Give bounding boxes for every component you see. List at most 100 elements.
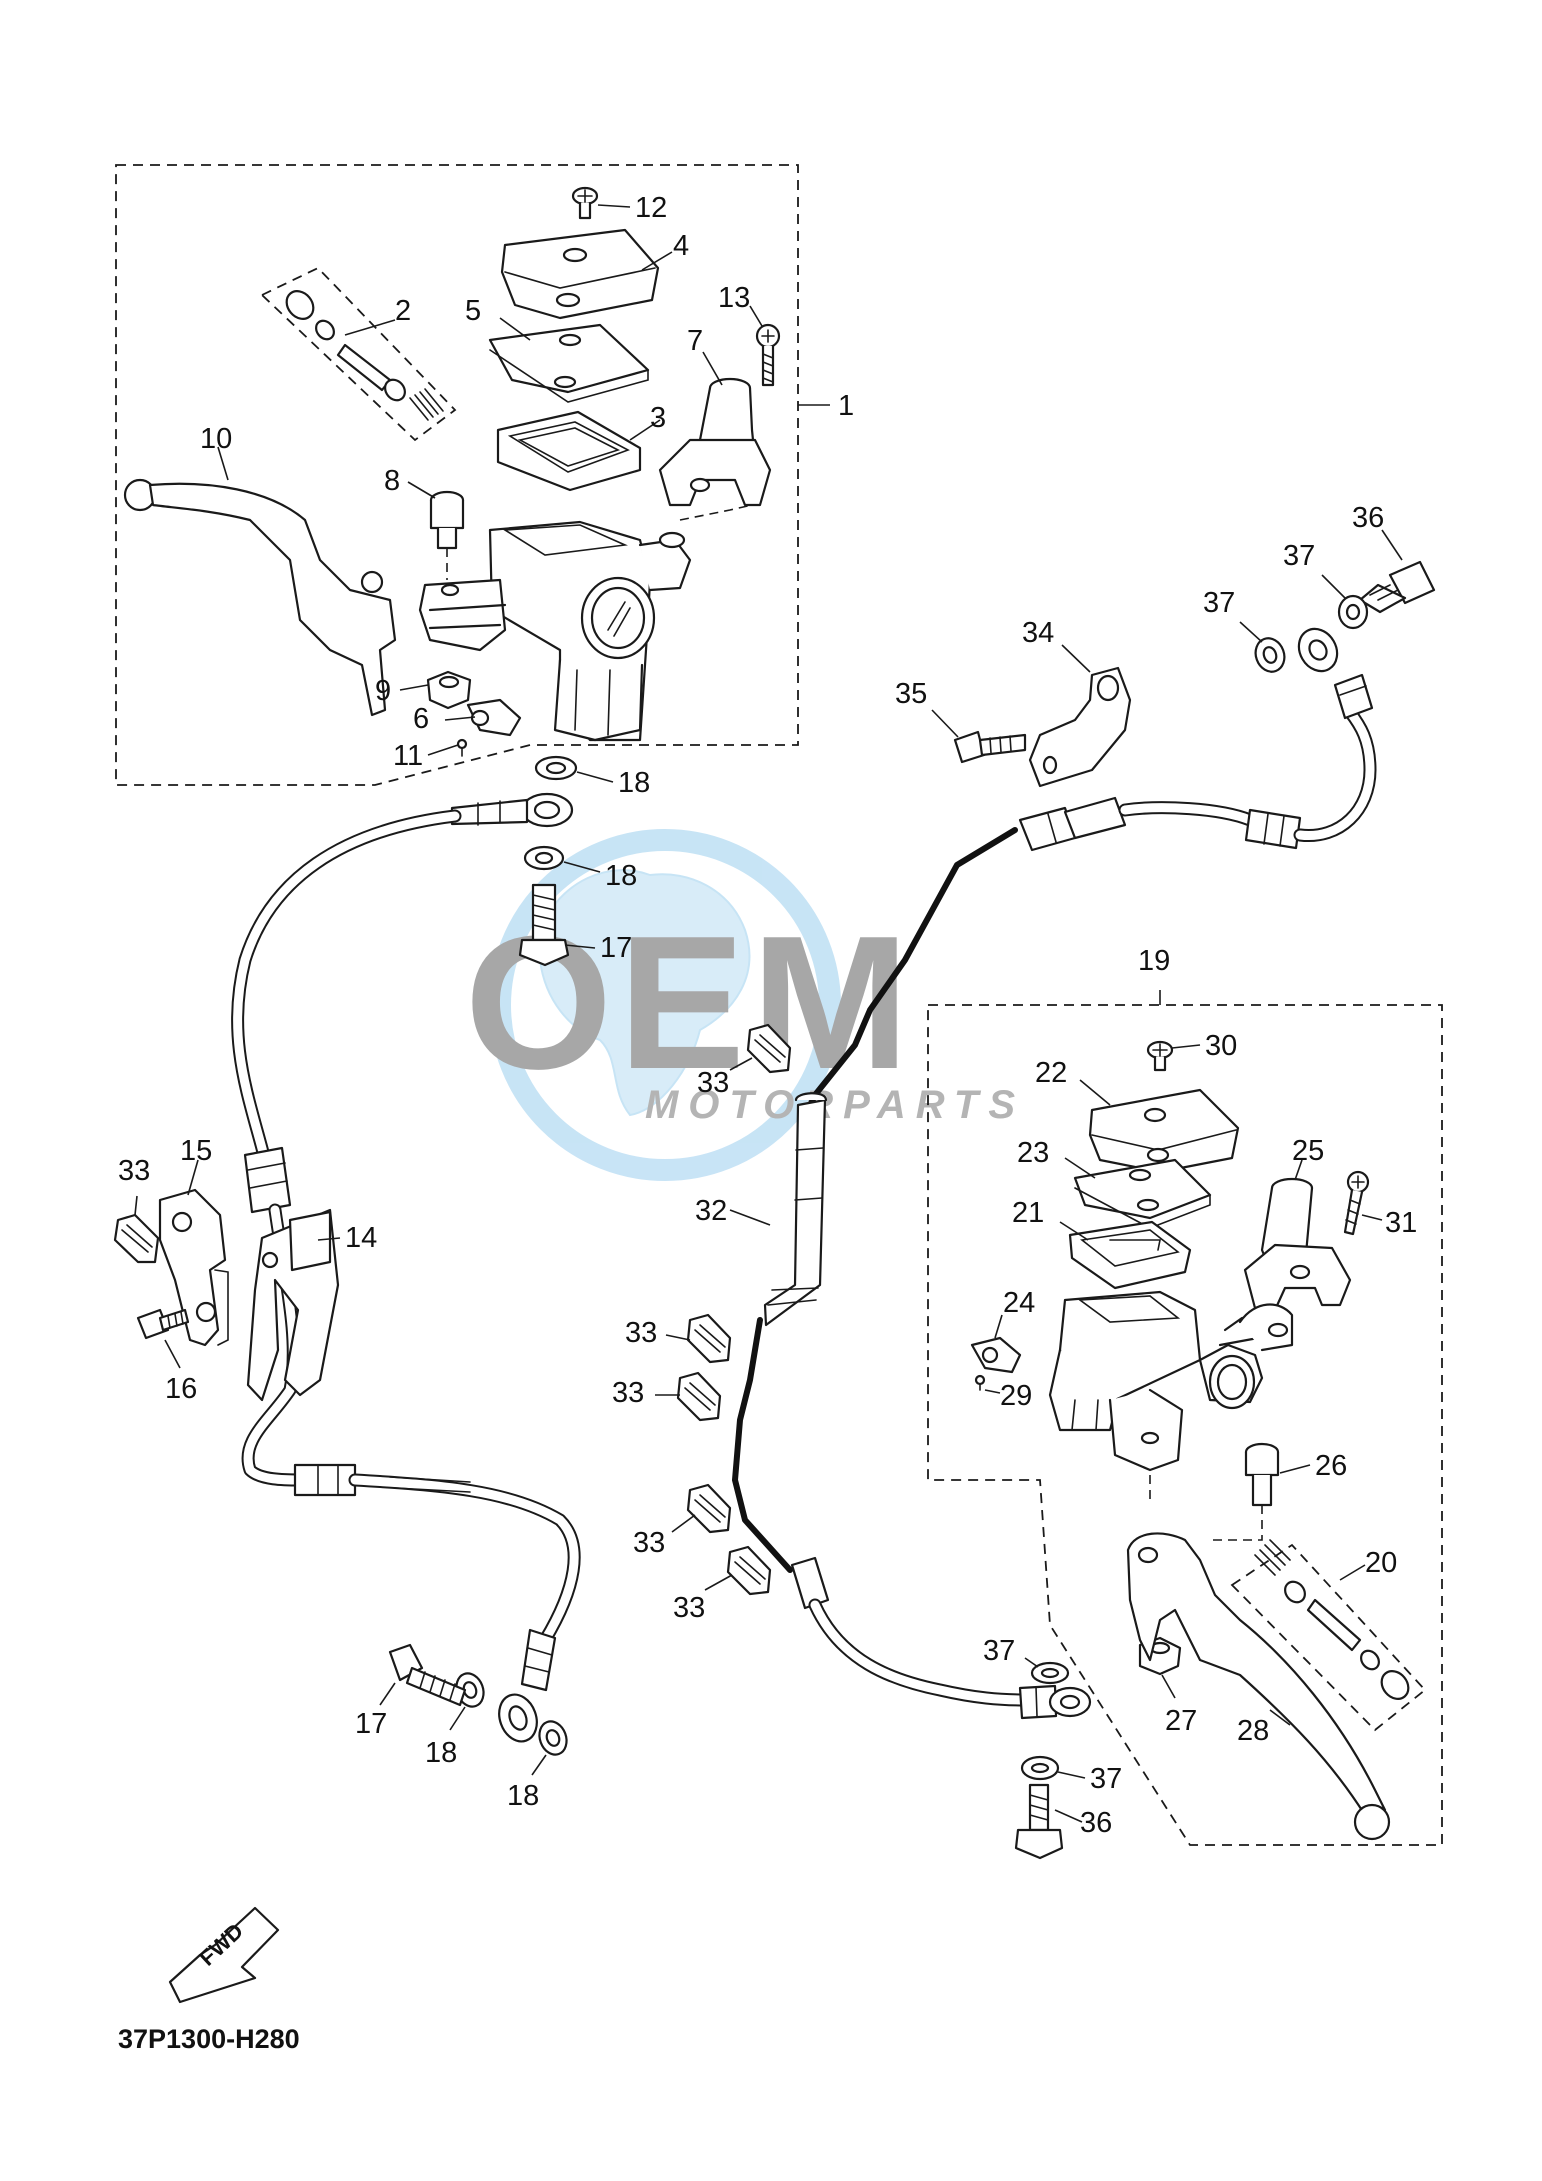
clamp-part-33-a [746,1023,792,1074]
callout-12: 12 [635,192,667,224]
callout-4: 4 [673,230,689,262]
watermark-globe [489,829,841,1181]
clamp-part-33-e [686,1483,732,1534]
callout-32: 32 [695,1195,727,1227]
callout-9: 9 [375,675,391,707]
bolt-part-16 [136,1308,190,1340]
clamp-part-33-b [113,1213,160,1264]
master-cylinder-right-group [927,1004,1443,1846]
callout-37-d: 37 [1090,1763,1122,1795]
callout-20: 20 [1365,1547,1397,1579]
watermark-globe-land [539,869,751,1117]
callout-36-top: 36 [1352,502,1384,534]
diaphragm-part-3 [496,410,642,492]
diagram-code: 37P1300-H280 [118,2024,300,2054]
callout-33-f: 33 [673,1592,705,1624]
callout-24: 24 [1003,1287,1035,1319]
callout-13: 13 [718,282,750,314]
callout-18-b: 18 [605,860,637,892]
diaphragm-plate-part-23 [1073,1158,1212,1229]
callout-33-e: 33 [633,1527,665,1559]
nut-part-9 [426,670,472,710]
callout-33-c: 33 [625,1317,657,1349]
diaphragm-part-21 [1068,1220,1192,1290]
callout-labels: 1 2 3 4 5 6 7 8 9 10 11 12 13 [118,192,1417,1839]
forward-direction-arrow: FWD [168,1906,280,2004]
brake-lever-part-28 [1126,1532,1391,1841]
screw-part-30 [1146,1040,1174,1072]
clamp-part-33-d [676,1371,722,1422]
callout-19: 19 [1138,945,1170,977]
switch-part-24 [970,1336,1022,1374]
piston-kit-part-20 [1230,1539,1427,1732]
callout-37-c: 37 [983,1635,1015,1667]
switch-part-6 [466,698,522,737]
callout-18-a: 18 [618,767,650,799]
assembly-boundary-right [927,1004,1443,1846]
washer-part-37-d [1020,1755,1060,1781]
screw-part-29 [974,1374,986,1391]
callout-6: 6 [413,703,429,735]
callout-35: 35 [895,678,927,710]
washer-part-37-c [1030,1661,1070,1685]
screw-part-11 [456,738,468,757]
brake-lever-part-10 [123,478,397,717]
callout-5: 5 [465,295,481,327]
callout-23: 23 [1017,1137,1049,1169]
pivot-bolt-part-26 [1244,1442,1280,1507]
callout-17-top: 17 [600,932,632,964]
callout-3: 3 [650,402,666,434]
callout-21: 21 [1012,1197,1044,1229]
clamp-part-33-f [726,1545,772,1596]
reservoir-cap-part-4 [500,228,660,320]
callout-31: 31 [1385,1207,1417,1239]
callout-36-bottom: 36 [1080,1807,1112,1839]
callout-1: 1 [838,390,854,422]
pivot-bolt-part-8 [429,490,465,550]
callout-7: 7 [687,325,703,357]
callout-18-d: 18 [507,1780,539,1812]
callout-37-b: 37 [1283,540,1315,572]
screw-part-13 [755,323,781,387]
holder-part-25 [1243,1177,1352,1312]
callout-30: 30 [1205,1030,1237,1062]
union-bolt-part-17-top [518,883,570,967]
watermark-subtitle: MOTORPARTS [645,1083,1025,1127]
brake-hose-part-32 [732,627,1377,1720]
hose-guide-part-14 [246,1208,340,1402]
callout-29: 29 [1000,1380,1032,1412]
callout-28: 28 [1237,1715,1269,1747]
callout-22: 22 [1035,1057,1067,1089]
callout-34: 34 [1022,617,1054,649]
washer-part-18-b [523,845,565,871]
bracket-part-15 [158,1188,229,1347]
clamp-part-33-c [686,1313,732,1364]
callout-8: 8 [384,465,400,497]
callout-33-a: 33 [697,1067,729,1099]
callout-33-b: 33 [118,1155,150,1187]
callout-18-c: 18 [425,1737,457,1769]
callout-11: 11 [393,740,423,772]
union-bolt-part-36-bottom [1014,1783,1064,1860]
callout-25: 25 [1292,1135,1324,1167]
bolt-part-35 [953,730,1027,764]
callout-37-a: 37 [1203,587,1235,619]
washer-part-18-d [538,1720,568,1756]
union-bolt-part-17-bottom [388,1643,467,1707]
callout-15: 15 [180,1135,212,1167]
washer-part-37-a [1254,637,1286,673]
callout-26: 26 [1315,1450,1347,1482]
reservoir-cap-part-22 [1088,1088,1240,1174]
diaphragm-plate-part-5 [488,323,650,403]
screw-part-12 [571,186,599,220]
master-cylinder-body-right [1048,1290,1294,1472]
callout-33-d: 33 [612,1377,644,1409]
callout-16: 16 [165,1373,197,1405]
holder-part-7 [658,377,772,507]
piston-kit-part-2 [260,266,457,442]
callout-2: 2 [395,295,411,327]
washer-part-37-b [1337,594,1369,630]
bracket-part-34 [1028,666,1132,788]
callout-14: 14 [345,1222,377,1254]
